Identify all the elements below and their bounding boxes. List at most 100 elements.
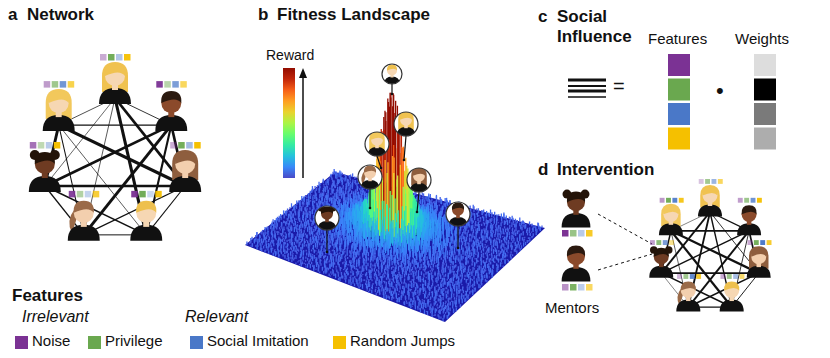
feature-chips: [663, 240, 668, 245]
panel-letter: b: [258, 5, 268, 25]
mentor-links: [598, 214, 652, 244]
feature-chips: [164, 81, 171, 88]
operator-symbol: =: [613, 75, 625, 98]
social-influence-formula: [754, 79, 776, 101]
person-icon: [737, 223, 761, 235]
panel-title: Fitness Landscape: [277, 5, 430, 25]
agent-marker: [380, 167, 383, 170]
operator-symbol: •: [716, 78, 724, 103]
feature-chips: [699, 179, 704, 184]
legend-group: Relevant: [185, 308, 248, 326]
legend-group: Irrelevant: [22, 308, 89, 326]
feature-chips: [178, 142, 185, 149]
feature-chips: [69, 191, 76, 198]
social-influence-formula: [754, 103, 776, 125]
feature-chips: [170, 142, 177, 149]
feature-chips: [46, 142, 53, 149]
feature-chips: [100, 54, 131, 61]
legend-swatch: [190, 336, 203, 349]
person-icon: [659, 204, 683, 236]
feature-chips: [727, 274, 732, 279]
agent-marker: [382, 64, 402, 95]
feature-chips: [666, 198, 671, 203]
panel-title: Network: [27, 5, 94, 25]
feature-chips: [194, 142, 201, 149]
feature-chips: [156, 81, 187, 88]
feature-chips: [85, 191, 92, 198]
feature-chips: [68, 81, 75, 88]
feature-chips: [69, 191, 100, 198]
legend-swatch: [15, 336, 28, 349]
feature-chips: [586, 230, 593, 237]
feature-chips: [672, 198, 677, 203]
feature-chips: [738, 198, 762, 203]
panel-title: Social Influence: [557, 7, 649, 46]
person-icon: [30, 150, 40, 160]
panel-title: Intervention: [557, 160, 654, 180]
legend-title: Features: [12, 286, 83, 306]
reward-colorbar: [283, 68, 307, 178]
feature-chips: [660, 198, 684, 203]
feature-chips: [696, 274, 701, 279]
social-influence-formula: [568, 54, 776, 150]
legend-text: Random Jumps: [350, 332, 455, 349]
feature-chips: [155, 191, 162, 198]
feature-chips: [740, 274, 745, 279]
feature-chips: [156, 81, 163, 88]
agent-marker: [326, 251, 329, 254]
legend-text: Noise: [32, 332, 70, 349]
feature-chips: [60, 81, 66, 88]
column-header: Features: [648, 30, 707, 47]
feature-chips: [124, 54, 131, 61]
feature-chips: [30, 142, 37, 149]
feature-chips: [712, 179, 717, 184]
feature-chips: [570, 230, 577, 237]
feature-chips: [699, 179, 723, 184]
feature-chips: [570, 284, 577, 291]
agent-marker: [367, 131, 386, 156]
feature-chips: [186, 142, 193, 149]
person-icon: [649, 266, 673, 278]
panel-letter: d: [538, 160, 548, 180]
feature-chips: [690, 274, 695, 279]
person-icon: [737, 205, 761, 235]
feature-chips: [747, 240, 752, 245]
feature-chips: [52, 81, 59, 88]
feature-chips: [131, 191, 162, 198]
feature-chips: [147, 191, 154, 198]
feature-chips: [720, 274, 744, 279]
person-icon: [169, 150, 201, 192]
person-icon: [43, 89, 75, 131]
intervention-network: [649, 179, 771, 312]
legend-text: Social Imitation: [207, 332, 309, 349]
feature-chips: [720, 274, 725, 279]
person-icon: [155, 115, 187, 131]
social-influence-formula: [668, 103, 690, 125]
feature-chips: [172, 81, 179, 88]
person-icon: [562, 213, 591, 227]
column-header: Weights: [735, 30, 789, 47]
network-links: [45, 125, 171, 186]
agent-marker: [396, 111, 415, 136]
feature-chips: [718, 179, 723, 184]
person-icon: [396, 111, 415, 136]
person-icon: [698, 185, 722, 217]
feature-chips: [38, 142, 45, 149]
social-influence-formula: [668, 128, 690, 150]
feature-chips: [650, 240, 674, 245]
person-icon: [665, 246, 673, 254]
agent-marker: [403, 159, 406, 162]
feature-chips: [562, 284, 569, 291]
person-icon: [99, 62, 131, 104]
person-icon: [747, 246, 771, 278]
legend-text: Privilege: [105, 332, 163, 349]
feature-chips: [100, 54, 107, 61]
agent-marker: [457, 247, 460, 250]
feature-chips: [562, 284, 593, 291]
feature-chips: [650, 240, 655, 245]
feature-chips: [44, 81, 74, 88]
mentor-icons: [562, 190, 593, 291]
feature-chips: [44, 81, 51, 88]
feature-chips: [139, 191, 146, 198]
feature-chips: [738, 198, 743, 203]
